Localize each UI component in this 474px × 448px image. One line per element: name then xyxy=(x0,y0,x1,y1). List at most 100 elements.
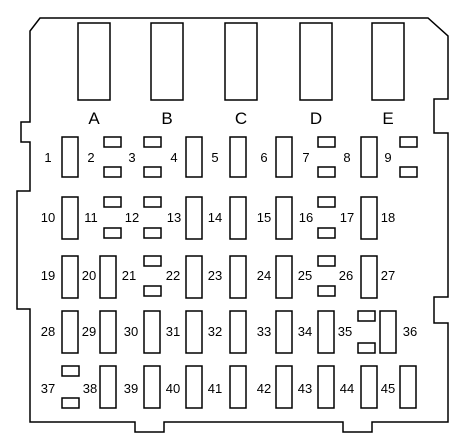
fuse-14-slot xyxy=(185,196,203,240)
fuse-label-10: 10 xyxy=(41,210,55,225)
fuse-9-upper xyxy=(399,136,418,148)
fuse-label-2: 2 xyxy=(87,150,94,165)
fuse-label-12: 12 xyxy=(125,210,139,225)
fuse-28-slot xyxy=(61,310,79,354)
fuse-25-26-upper xyxy=(317,255,336,267)
fuse-42-slot xyxy=(275,365,293,409)
fuse-label-25: 25 xyxy=(298,268,312,283)
fuse-39-slot xyxy=(143,365,161,409)
relay-a-socket xyxy=(77,22,111,101)
fuse-label-37: 37 xyxy=(41,381,55,396)
fuse-label-5: 5 xyxy=(211,150,218,165)
fuse-45-slot xyxy=(399,365,417,409)
fuse-slots xyxy=(61,136,417,409)
fuse-5-slot xyxy=(185,136,203,178)
fuse-label-24: 24 xyxy=(257,268,271,283)
fuse-label-20: 20 xyxy=(82,268,96,283)
fuse-label-31: 31 xyxy=(166,324,180,339)
relay-label-e: E xyxy=(382,109,393,128)
fuse-6-slot xyxy=(275,136,293,178)
fuse-label-26: 26 xyxy=(339,268,353,283)
fuse-25-26-lower xyxy=(317,285,336,297)
fuse-label-27: 27 xyxy=(381,268,395,283)
relay-sockets xyxy=(77,22,405,101)
fuse-37-upper xyxy=(61,365,80,377)
relay-d-socket xyxy=(299,22,333,101)
fuse-36-slot xyxy=(379,310,397,354)
fuse-label-15: 15 xyxy=(257,210,271,225)
relay-label-b: B xyxy=(161,109,172,128)
fuse-label-40: 40 xyxy=(166,381,180,396)
fuse-7-8-upper xyxy=(317,136,336,148)
fuse-labels: 1 2 3 4 5 6 7 8 9 10 11 12 13 14 15 16 1… xyxy=(41,150,417,396)
fuse-label-7: 7 xyxy=(302,150,309,165)
fuse-label-22: 22 xyxy=(166,268,180,283)
fuse-15-slot xyxy=(275,196,293,240)
fuse-label-35: 35 xyxy=(338,324,352,339)
fuse-34-slot xyxy=(317,310,335,354)
fuse-43-slot xyxy=(317,365,335,409)
fuse-label-4: 4 xyxy=(170,150,177,165)
fuse-label-18: 18 xyxy=(381,210,395,225)
fuse-21-22-lower xyxy=(143,285,162,297)
fuse-12-13-lower xyxy=(143,227,162,239)
fuse-37-lower xyxy=(61,397,80,409)
fuse-10-slot xyxy=(61,196,79,240)
fuse-32-slot xyxy=(229,310,247,354)
fuse-3-4-upper xyxy=(143,136,162,148)
relay-label-d: D xyxy=(310,109,322,128)
fuse-label-6: 6 xyxy=(260,150,267,165)
fuse-33-slot xyxy=(275,310,293,354)
fuse-label-36: 36 xyxy=(403,324,417,339)
fuse-2-3-lower xyxy=(103,166,122,178)
fuse-label-45: 45 xyxy=(381,381,395,396)
fuse-label-39: 39 xyxy=(124,381,138,396)
fuse-label-8: 8 xyxy=(343,150,350,165)
fuse-label-23: 23 xyxy=(208,268,222,283)
relay-b-socket xyxy=(150,22,184,101)
fuse-24-slot xyxy=(275,255,293,299)
fuse-21-22-upper xyxy=(143,255,162,267)
fuse-3-4-lower xyxy=(143,166,162,178)
fuse-7-8-lower xyxy=(317,166,336,178)
fuse-19-slot xyxy=(61,255,79,299)
fuse-label-9: 9 xyxy=(384,150,391,165)
fuse-35-lower xyxy=(357,342,376,354)
fuse-9-lower xyxy=(399,166,418,178)
fuse-label-34: 34 xyxy=(298,324,312,339)
fuse-23-slot xyxy=(185,255,203,299)
mini-fuse-slots xyxy=(61,136,418,409)
fuse-label-28: 28 xyxy=(41,324,55,339)
fuse-16-17-upper xyxy=(317,196,336,208)
fuse-label-3: 3 xyxy=(128,150,135,165)
fuse-label-16: 16 xyxy=(299,210,313,225)
fuse-12-13-upper xyxy=(143,196,162,208)
fuse-23b-slot xyxy=(229,255,247,299)
fuse-label-11: 11 xyxy=(84,210,98,225)
fuse-label-29: 29 xyxy=(82,324,96,339)
fuse-label-43: 43 xyxy=(298,381,312,396)
fuse-40-slot xyxy=(185,365,203,409)
relay-label-a: A xyxy=(88,109,100,128)
fuse-label-44: 44 xyxy=(340,381,354,396)
fuse-label-42: 42 xyxy=(257,381,271,396)
fuse-block-outline xyxy=(16,17,449,433)
fuse-5b-slot xyxy=(229,136,247,178)
fuse-label-38: 38 xyxy=(83,381,97,396)
fuse-label-21: 21 xyxy=(122,268,136,283)
fuse-2-3-upper xyxy=(103,136,122,148)
fuse-label-41: 41 xyxy=(208,381,222,396)
fuse-16-17-lower xyxy=(317,227,336,239)
fuse-41-slot xyxy=(229,365,247,409)
fuse-14b-slot xyxy=(229,196,247,240)
fuse-31-slot xyxy=(185,310,203,354)
fuse-20-slot xyxy=(99,255,117,299)
fuse-11-12-lower xyxy=(103,227,122,239)
fuse-44-slot xyxy=(360,365,378,409)
fuse-18-slot xyxy=(360,196,378,240)
relay-c-socket xyxy=(224,22,258,101)
fuse-label-30: 30 xyxy=(124,324,138,339)
fuse-27-slot xyxy=(360,255,378,299)
fuse-label-1: 1 xyxy=(44,150,51,165)
fuse-30-slot xyxy=(143,310,161,354)
